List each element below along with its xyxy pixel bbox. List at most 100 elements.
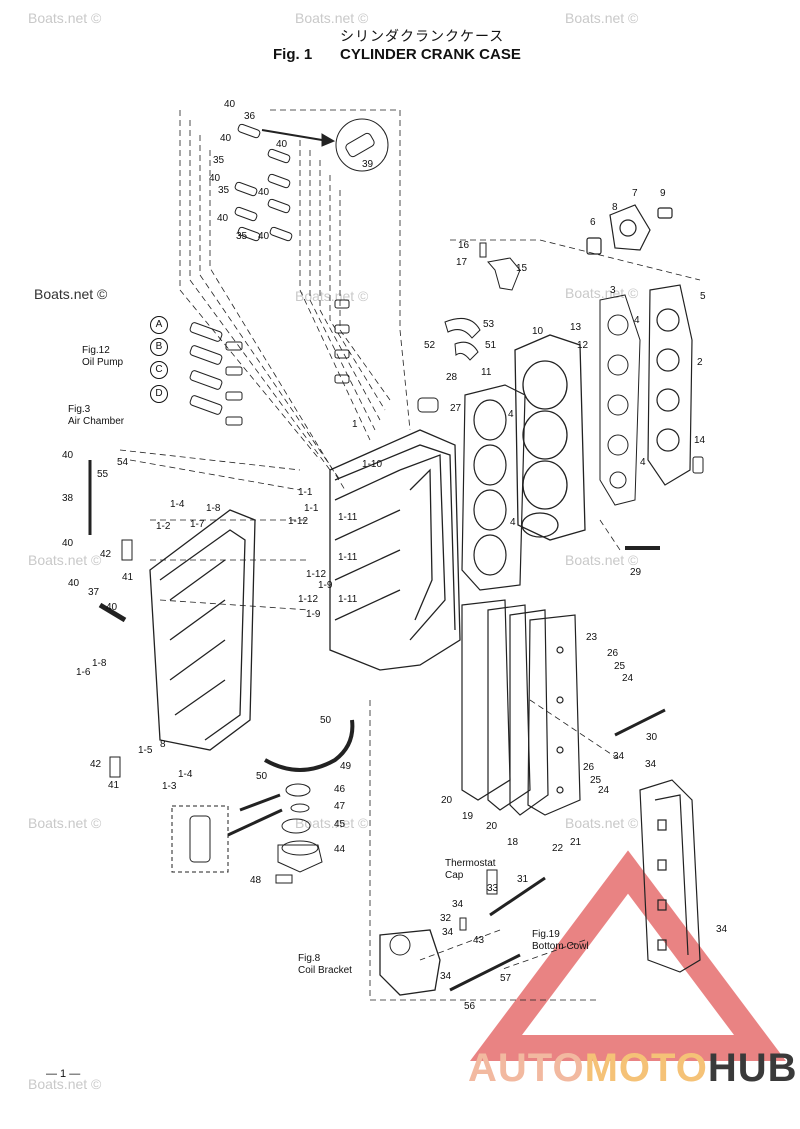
part-number: 8	[612, 202, 618, 213]
part-number: 4	[634, 315, 640, 326]
part-number: 19	[462, 811, 474, 822]
part-number: 6	[590, 217, 596, 228]
part-number: 14	[694, 435, 706, 446]
reference-bottom-cowl: Fig.19 Bottom Cowl	[532, 929, 589, 952]
part-number: 4	[508, 409, 514, 420]
part-number: 51	[485, 340, 497, 351]
part-number: 20	[486, 821, 498, 832]
part-number: 34	[613, 751, 625, 762]
watermark: Boats.net ©	[565, 815, 639, 831]
part-number: 41	[122, 572, 134, 583]
circle-letter-b: B	[150, 338, 168, 356]
part-number: 53	[483, 319, 495, 330]
part-number: 1-8	[92, 658, 107, 669]
part-number: 40	[62, 538, 74, 549]
part-number: 40	[224, 99, 236, 110]
logo-auto: AUTO	[468, 1046, 585, 1090]
part-number: 35	[218, 185, 230, 196]
watermark: Boats.net ©	[295, 288, 369, 304]
circle-letter-d: D	[150, 385, 168, 403]
part-number: 10	[532, 326, 544, 337]
title-japanese: シリンダクランクケース	[340, 28, 505, 44]
circle-letter-c: C	[150, 361, 168, 379]
part-number: 46	[334, 784, 346, 795]
part-number: 40	[209, 173, 221, 184]
part-number: 1-11	[338, 552, 358, 563]
part-number: 40	[217, 213, 229, 224]
part-number: 55	[97, 469, 109, 480]
part-number: 5	[700, 291, 706, 302]
part-number: 35	[213, 155, 225, 166]
circle-letter-a: A	[150, 316, 168, 334]
part-number: 4	[640, 457, 646, 468]
part-number: 1-12	[298, 594, 319, 605]
part-number: 57	[500, 973, 512, 984]
watermark: Boats.net ©	[565, 10, 639, 26]
part-number: 26	[607, 648, 619, 659]
part-number: 1-7	[190, 519, 205, 530]
part-number: 27	[450, 403, 462, 414]
part-number: 25	[590, 775, 602, 786]
part-number: 1-12	[288, 516, 309, 527]
part-number: 39	[362, 159, 374, 170]
part-number: 40	[62, 450, 74, 461]
automotohub-logo: AUTOMOTOHUB	[468, 1046, 798, 1091]
reference-air-chamber: Fig.3 Air Chamber	[68, 404, 125, 427]
watermark: Boats.net ©	[295, 815, 369, 831]
part-number: 41	[108, 780, 120, 791]
reference-coil-bracket: Fig.8 Coil Bracket	[298, 953, 352, 976]
part-number: 1-4	[178, 769, 193, 780]
part-number: 35	[236, 231, 248, 242]
part-number: 29	[630, 567, 642, 578]
part-number: 11	[481, 367, 492, 378]
part-number: 1-8	[206, 503, 221, 514]
part-number: 1-9	[318, 580, 333, 591]
part-number: 7	[632, 188, 638, 199]
watermark: Boats.net ©	[28, 815, 102, 831]
page-number: — 1 —	[46, 1068, 81, 1080]
part-number: 26	[583, 762, 595, 773]
part-number: 2	[697, 357, 703, 368]
part-number: 1-3	[162, 781, 177, 792]
part-number: 50	[256, 771, 268, 782]
part-number: 1-2	[156, 521, 171, 532]
part-number: 38	[62, 493, 74, 504]
part-number: 56	[464, 1001, 476, 1012]
part-number: 34	[645, 759, 657, 770]
part-number: 40	[68, 578, 80, 589]
watermark: Boats.net ©	[565, 552, 639, 568]
part-number: 22	[552, 843, 564, 854]
part-number: 20	[441, 795, 453, 806]
part-number: 4	[510, 517, 516, 528]
part-number: 40	[258, 187, 270, 198]
part-number: 40	[106, 602, 118, 613]
part-number: 1-11	[338, 594, 358, 605]
part-number: 1-10	[362, 459, 383, 470]
part-number: 34	[452, 899, 464, 910]
part-number: 42	[100, 549, 112, 560]
part-number: 3	[610, 285, 616, 296]
figure-label: Fig. 1	[273, 46, 313, 63]
part-number: 40	[276, 139, 288, 150]
part-number: 12	[577, 340, 589, 351]
part-number: 40	[220, 133, 232, 144]
part-number: 1-1	[298, 487, 313, 498]
part-number: 23	[586, 632, 598, 643]
part-number: 34	[716, 924, 728, 935]
part-number: 24	[622, 673, 634, 684]
reference-thermostat-cap: Thermostat Cap	[445, 858, 496, 881]
part-number: 34	[442, 927, 454, 938]
part-number: 8	[160, 739, 166, 750]
part-number: 1-6	[76, 667, 91, 678]
part-number: 1-12	[306, 569, 327, 580]
watermark-dark: Boats.net ©	[34, 286, 108, 302]
watermark: Boats.net ©	[295, 10, 369, 26]
part-number: 52	[424, 340, 436, 351]
reference-oil-pump: Fig.12 Oil Pump	[82, 345, 124, 368]
part-number: 1-5	[138, 745, 153, 756]
part-number: 36	[244, 111, 256, 122]
part-number: 43	[473, 935, 485, 946]
part-number: 9	[660, 188, 666, 199]
part-number: 31	[517, 874, 529, 885]
